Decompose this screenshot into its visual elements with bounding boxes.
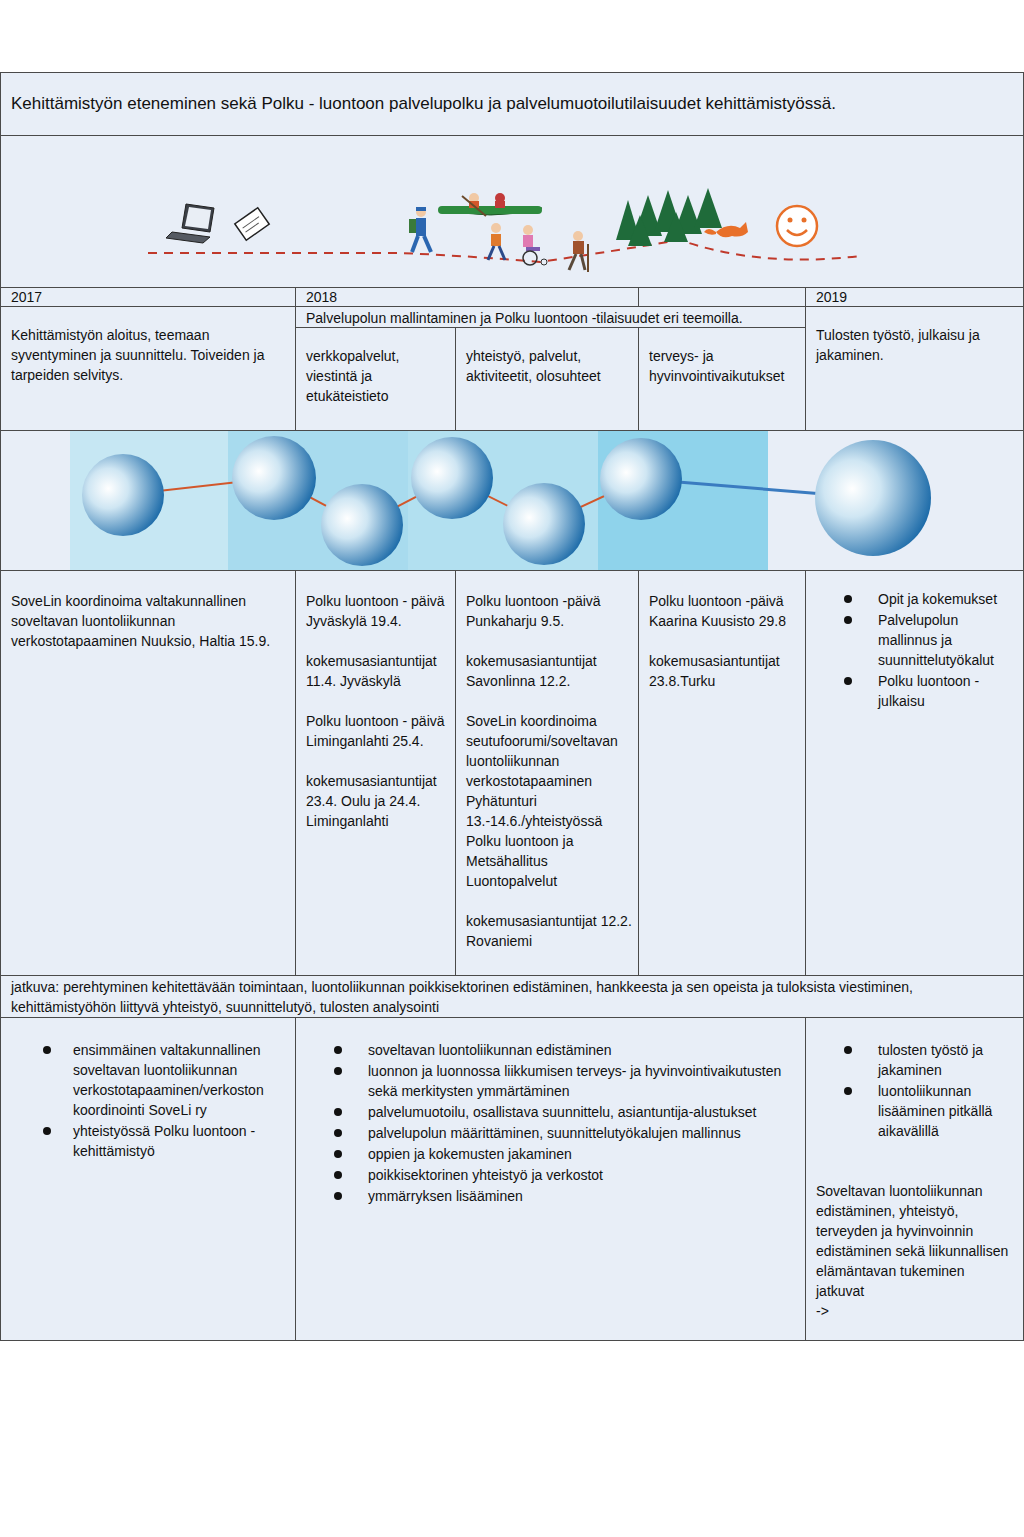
timeline-ball bbox=[503, 483, 585, 565]
cell-text: Soveltavan luontoliikunnan edistäminen, … bbox=[816, 1181, 1015, 1301]
bullet-item: yhteistyössä Polku luontoon -kehittämist… bbox=[11, 1121, 287, 1161]
cell-text: Palvelupolun mallintaminen ja Polku luon… bbox=[306, 308, 797, 328]
wheelchair-figure bbox=[523, 225, 547, 265]
timeline-ball bbox=[815, 440, 931, 556]
bullet-dot bbox=[334, 1171, 342, 1179]
bullet-item: Opit ja kokemukset bbox=[816, 589, 1017, 609]
year-cell: 2017 bbox=[0, 287, 296, 307]
bullet-item: oppien ja kokemusten jakaminen bbox=[306, 1144, 797, 1164]
timeline-ball bbox=[411, 437, 493, 519]
phase-cell: Kehittämistyön aloitus, teemaan syventym… bbox=[0, 306, 296, 431]
bullet-item: palvelupolun määrittäminen, suunnittelut… bbox=[306, 1123, 797, 1143]
bullet-dot bbox=[334, 1046, 342, 1054]
laptop-icon bbox=[166, 204, 214, 243]
cell-text: kokemusasiantuntijat 23.8.Turku bbox=[649, 651, 799, 691]
goal-cell: ensimmäinen valtakunnallinen soveltavan … bbox=[0, 1017, 296, 1341]
goal-cell: soveltavan luontoliikunnan edistäminenlu… bbox=[295, 1017, 806, 1341]
cell-text: Polku luontoon - päivä Jyväskylä 19.4. bbox=[306, 591, 449, 631]
smiley-icon bbox=[777, 206, 817, 246]
cell-text: verkkopalvelut, viestintä ja etukäteisti… bbox=[306, 346, 449, 406]
cell-text: Polku luontoon -päivä Punkaharju 9.5. bbox=[466, 591, 632, 631]
bullet-dot bbox=[43, 1127, 51, 1135]
bullet-dot bbox=[43, 1046, 51, 1054]
timeline-ball bbox=[600, 438, 682, 520]
bullet-item: ymmärryksen lisääminen bbox=[306, 1186, 797, 1206]
bullet-dot bbox=[844, 595, 852, 603]
year-cell: 2018 bbox=[295, 287, 639, 307]
phase-band bbox=[598, 431, 768, 570]
bullet-item: tulosten työstö ja jakaminen bbox=[816, 1040, 1015, 1080]
hiker-figure bbox=[409, 207, 431, 252]
theme-cell: yhteistyö, palvelut, aktiviteetit, olosu… bbox=[455, 327, 639, 431]
bullet-item: palvelumuotoilu, osallistava suunnittelu… bbox=[306, 1102, 797, 1122]
theme-cell: terveys- ja hyvinvointivaikutukset bbox=[638, 327, 806, 431]
cell-text: Polku luontoon - päivä Liminganlahti 25.… bbox=[306, 711, 449, 751]
event-cell: Polku luontoon - päivä Jyväskylä 19.4. ko… bbox=[295, 570, 456, 976]
elderly-hiker-figure bbox=[569, 231, 588, 272]
cell-text: Kehittämistyön aloitus, teemaan syventym… bbox=[11, 325, 285, 385]
event-cell: Polku luontoon -päivä Punkaharju 9.5. kok… bbox=[455, 570, 639, 976]
cell-text: SoveLin koordinoima valtakunnallinen sov… bbox=[11, 591, 285, 651]
cell-text: yhteistyö, palvelut, aktiviteetit, olosu… bbox=[466, 346, 632, 386]
bullet-dot bbox=[334, 1129, 342, 1137]
cell-text: kokemusasiantuntijat 11.4. Jyväskylä bbox=[306, 651, 449, 691]
bullet-item: poikkisektorinen yhteistyö ja verkostot bbox=[306, 1165, 797, 1185]
timeline-cell bbox=[1, 431, 1024, 571]
result-cell: Opit ja kokemuksetPalvelupolun mallinnus… bbox=[805, 570, 1024, 976]
cell-text: -> bbox=[816, 1301, 1015, 1321]
bullet-dot bbox=[844, 677, 852, 685]
bullet-item: soveltavan luontoliikunnan edistäminen bbox=[306, 1040, 797, 1060]
title-cell: Kehittämistyön eteneminen sekä Polku - l… bbox=[0, 72, 1024, 136]
cell-text: 2019 bbox=[816, 288, 1017, 306]
cell-text: Tulosten työstö, julkaisu ja jakaminen. bbox=[816, 325, 1015, 365]
bullet-item: ensimmäinen valtakunnallinen soveltavan … bbox=[11, 1040, 287, 1120]
bullet-dot bbox=[844, 1087, 852, 1095]
timeline-ball bbox=[232, 436, 316, 520]
forest-icon bbox=[616, 188, 722, 246]
ticket-icon bbox=[235, 208, 269, 240]
cell-text: kokemusasiantuntijat Savonlinna 12.2. bbox=[466, 651, 632, 691]
bullet-item: Polku luontoon - julkaisu bbox=[816, 671, 1017, 711]
year-cell: 2019 bbox=[805, 287, 1024, 307]
phase-cell: Tulosten työstö, julkaisu ja jakaminen. bbox=[805, 306, 1024, 431]
walker-figure bbox=[488, 223, 505, 260]
canoe-figure bbox=[438, 193, 542, 216]
empty-cell bbox=[639, 288, 806, 307]
phase-band bbox=[408, 431, 598, 570]
continuous-cell: jatkuva: perehtyminen kehitettävään toim… bbox=[0, 975, 1024, 1018]
timeline-ball bbox=[82, 454, 164, 536]
path-line bbox=[148, 240, 860, 262]
cell-text: kokemusasiantuntijat 12.2. Rovaniemi bbox=[466, 911, 632, 951]
bullet-item: Palvelupolun mallinnus ja suunnittelutyö… bbox=[816, 610, 1017, 670]
cell-text: 2017 bbox=[11, 288, 289, 306]
bullet-dot bbox=[334, 1108, 342, 1116]
cell-text: jatkuva: perehtyminen kehitettävään toim… bbox=[11, 977, 1015, 1017]
cell-text: kokemusasiantuntijat 23.4. Oulu ja 24.4.… bbox=[306, 771, 449, 831]
illustration-cell bbox=[1, 136, 1024, 288]
goal-cell: tulosten työstö ja jakaminenluontoliikun… bbox=[805, 1017, 1024, 1341]
bullet-dot bbox=[334, 1192, 342, 1200]
title: Kehittämistyön eteneminen sekä Polku - l… bbox=[11, 93, 1013, 115]
cell-text: Polku luontoon -päivä Kaarina Kuusisto 2… bbox=[649, 591, 799, 631]
bullet-dot bbox=[844, 1046, 852, 1054]
theme-cell: verkkopalvelut, viestintä ja etukäteisti… bbox=[295, 327, 456, 431]
timeline-ball bbox=[321, 484, 403, 566]
cell-text: terveys- ja hyvinvointivaikutukset bbox=[649, 346, 799, 386]
phase-band bbox=[70, 431, 228, 570]
bullet-dot bbox=[334, 1150, 342, 1158]
event-cell: SoveLin koordinoima valtakunnallinen sov… bbox=[0, 570, 296, 976]
bullet-dot bbox=[844, 616, 852, 624]
bullet-dot bbox=[334, 1067, 342, 1075]
bullet-item: luonnon ja luonnossa liikkumisen terveys… bbox=[306, 1061, 797, 1101]
event-cell: Polku luontoon -päivä Kaarina Kuusisto 2… bbox=[638, 570, 806, 976]
fox-icon bbox=[704, 222, 748, 237]
bullet-item: luontoliikunnan lisääminen pitkällä aika… bbox=[816, 1081, 1015, 1141]
phase-span-cell: Palvelupolun mallintaminen ja Polku luon… bbox=[295, 306, 806, 328]
cell-text: SoveLin koordinoima seutufoorumi/sovelta… bbox=[466, 711, 632, 891]
cell-text: 2018 bbox=[306, 288, 632, 306]
